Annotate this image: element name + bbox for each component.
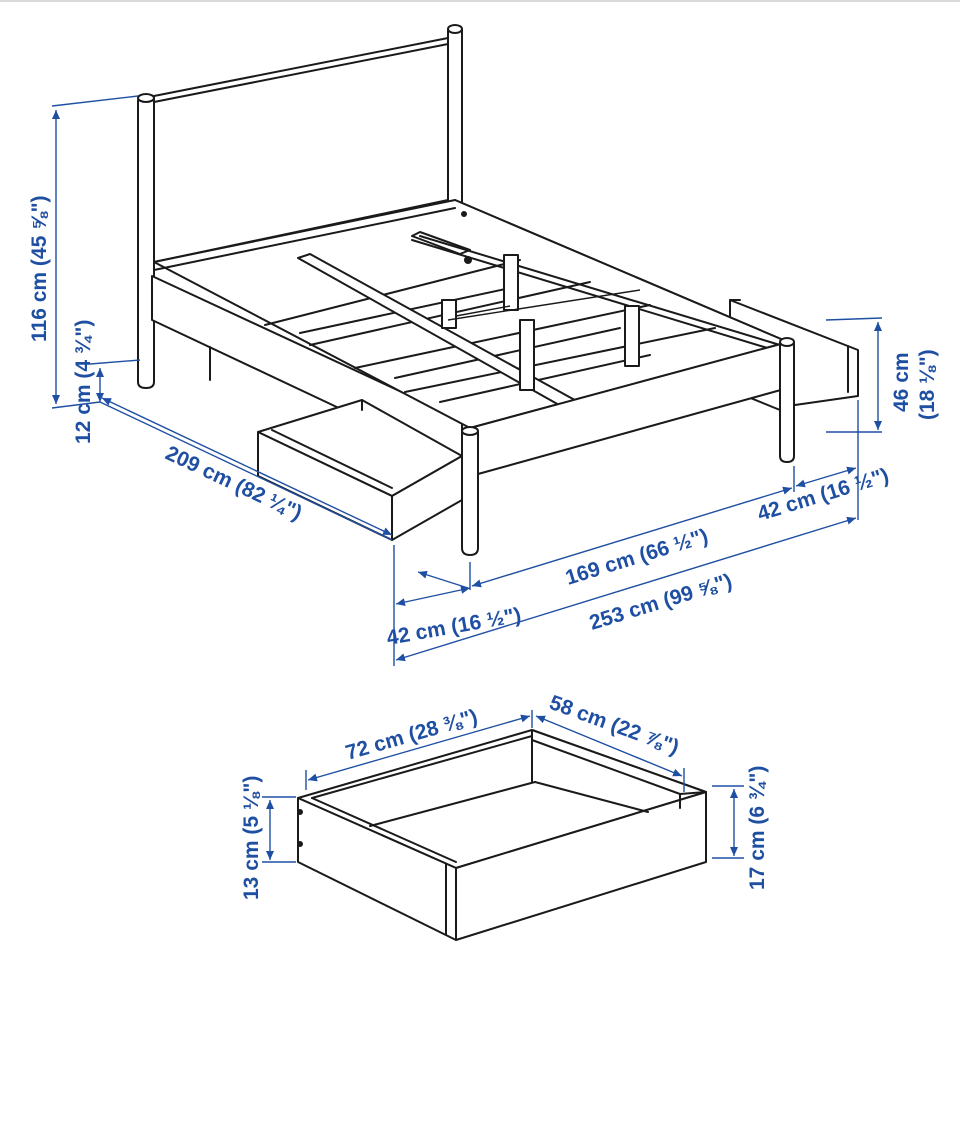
label-frame-height: 46 cm <box>890 352 913 412</box>
foot-post-left <box>461 431 479 556</box>
slat-supports <box>264 259 716 403</box>
drawer-front <box>455 791 707 941</box>
label-drawer-pull-left: 42 cm (16 ½") <box>385 604 523 650</box>
headboard-panel <box>153 37 449 263</box>
label-drawer-front-height: 17 cm (6 ¾") <box>746 766 769 890</box>
drawer-dimensions <box>262 710 744 863</box>
top-divider <box>0 0 960 2</box>
label-total-height: 116 cm (45 ⅝") <box>28 195 51 342</box>
label-drawer-pull-right: 42 cm (16 ½") <box>755 464 892 526</box>
label-clearance: 12 cm (4 ¾") <box>72 320 95 444</box>
foot-post-right <box>779 342 795 463</box>
label-frame-width: 169 cm (66 ½") <box>563 525 711 590</box>
label-total-width: 253 cm (99 ⅝") <box>587 570 735 635</box>
headboard-post-left <box>137 99 155 389</box>
bed-dimensions <box>51 95 883 666</box>
label-drawer-back-height: 13 cm (5 ⅛") <box>240 776 263 900</box>
label-frame-height-in: (18 ⅛") <box>916 349 939 420</box>
leg-brackets <box>441 254 641 391</box>
